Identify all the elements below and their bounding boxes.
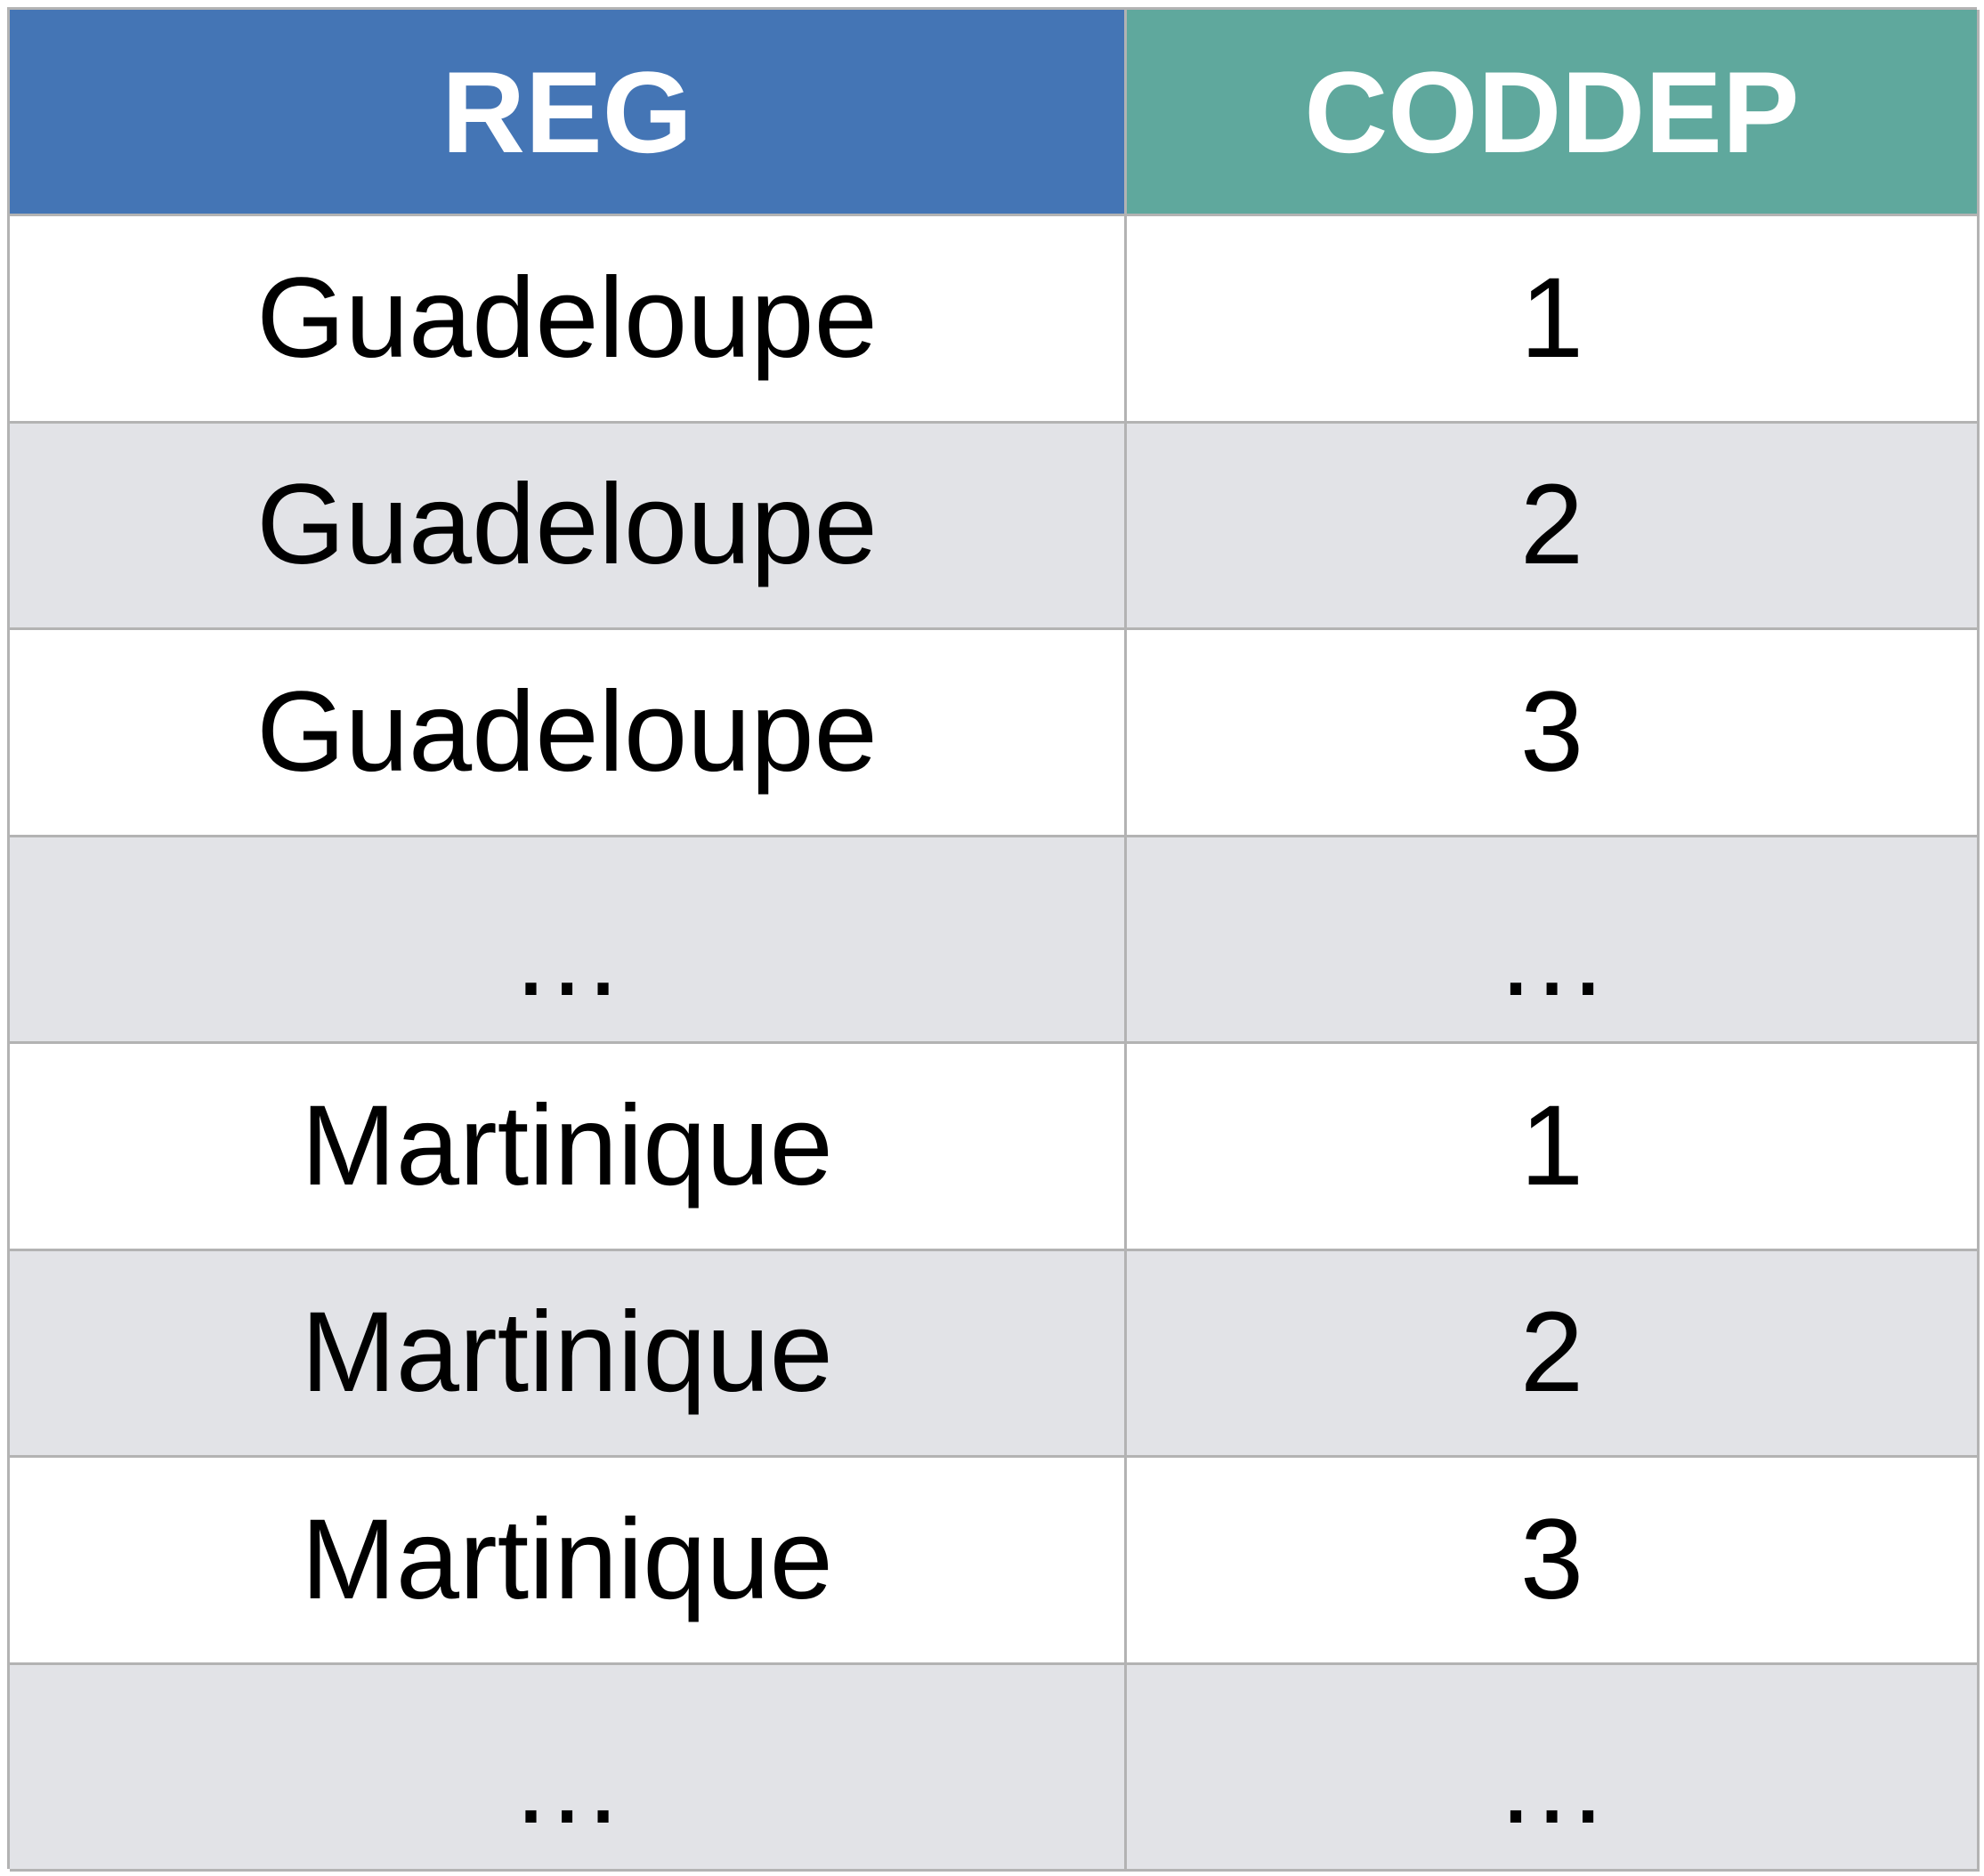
- table-cell-coddep: 2: [1127, 1250, 1980, 1458]
- table-cell-reg-ellipsis: …: [10, 837, 1127, 1044]
- data-table: REG CODDEP Guadeloupe 1 Guadeloupe 2 Gua…: [7, 7, 1980, 1872]
- table-cell-coddep: 2: [1127, 423, 1980, 630]
- table-cell-reg: Guadeloupe: [10, 630, 1127, 837]
- table-cell-coddep: 3: [1127, 1458, 1980, 1665]
- table-cell-reg: Martinique: [10, 1044, 1127, 1251]
- table-cell-coddep-ellipsis: …: [1127, 1664, 1980, 1872]
- table-cell-reg-ellipsis: …: [10, 1664, 1127, 1872]
- table-cell-reg: Martinique: [10, 1250, 1127, 1458]
- table-cell-reg: Guadeloupe: [10, 216, 1127, 424]
- table-cell-coddep: 1: [1127, 1044, 1980, 1251]
- table-cell-coddep: 1: [1127, 216, 1980, 424]
- table-cell-coddep-ellipsis: …: [1127, 837, 1980, 1044]
- header-reg: REG: [10, 10, 1127, 216]
- table-cell-reg: Martinique: [10, 1458, 1127, 1665]
- table-cell-reg: Guadeloupe: [10, 423, 1127, 630]
- table-cell-coddep: 3: [1127, 630, 1980, 837]
- header-coddep: CODDEP: [1127, 10, 1980, 216]
